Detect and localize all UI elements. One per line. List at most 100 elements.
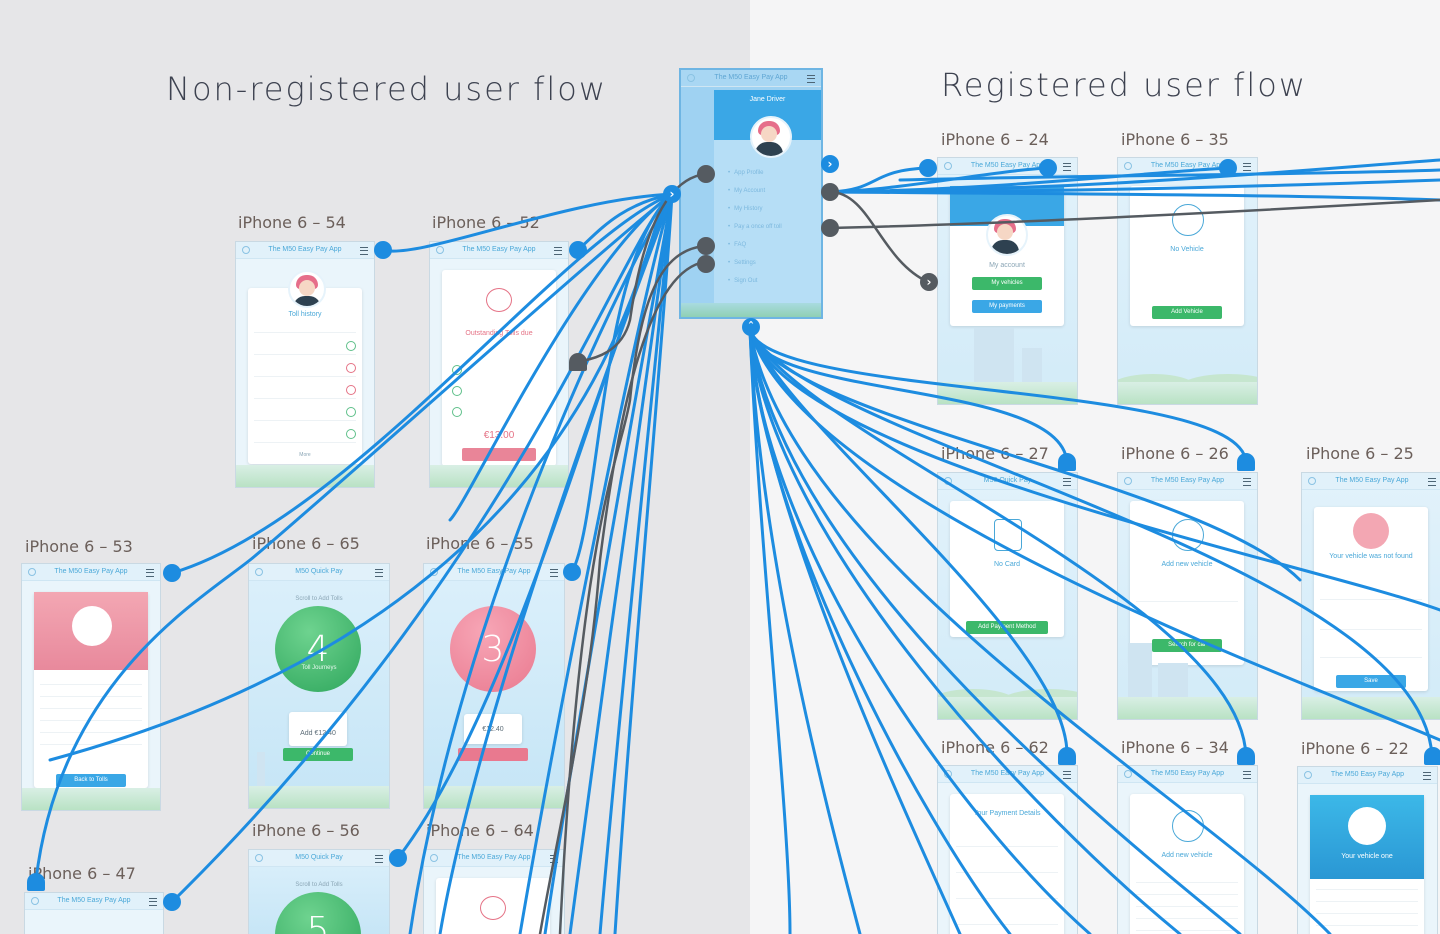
connection-handle[interactable] — [1058, 747, 1076, 765]
my-vehicles-button[interactable]: My vehicles — [972, 277, 1042, 290]
artboard-label-24[interactable]: iPhone 6 – 24 — [941, 130, 1049, 149]
artboard-22-your-vehicle[interactable]: The M50 Easy Pay App Your vehicle one — [1298, 767, 1437, 934]
menu-item-my-account[interactable]: My Account — [728, 188, 765, 194]
artboard-label-64[interactable]: iPhone 6 – 64 — [426, 821, 534, 840]
artboard-35-no-vehicle[interactable]: The M50 Easy Pay App No Vehicle Add Vehi… — [1118, 158, 1257, 404]
artboard-label-65[interactable]: iPhone 6 – 65 — [252, 534, 360, 553]
car-icon — [480, 896, 506, 920]
hamburger-menu-icon[interactable] — [1063, 163, 1071, 171]
connection-handle[interactable] — [1058, 453, 1076, 471]
connection-handle[interactable] — [569, 241, 587, 259]
menu-item-faq[interactable]: FAQ — [728, 242, 746, 248]
artboard-label-22[interactable]: iPhone 6 – 22 — [1301, 739, 1409, 758]
menu-item-my-history[interactable]: My History — [728, 206, 762, 212]
pay-button[interactable] — [458, 748, 528, 761]
artboard-65-quick-pay-4[interactable]: M50 Quick Pay Scroll to Add Tolls 4 Toll… — [249, 564, 389, 808]
artboard-label-35[interactable]: iPhone 6 – 35 — [1121, 130, 1229, 149]
artboard-53-vehicle-details[interactable]: The M50 Easy Pay App Back to Tolls — [22, 564, 160, 810]
artboard-64[interactable]: The M50 Easy Pay App — [424, 850, 564, 934]
not-found-card: Your vehicle was not found Save — [1314, 507, 1428, 691]
hamburger-menu-icon[interactable] — [375, 569, 383, 577]
hamburger-menu-icon[interactable] — [1243, 771, 1251, 779]
add-payment-button[interactable]: Add Payment Method — [966, 621, 1048, 634]
artboard-label-55[interactable]: iPhone 6 – 55 — [426, 534, 534, 553]
connection-handle[interactable] — [569, 353, 587, 371]
connection-handle[interactable] — [919, 159, 937, 177]
avatar — [288, 270, 326, 308]
connection-handle[interactable] — [1237, 453, 1255, 471]
connection-handle[interactable] — [821, 219, 839, 237]
artboard-24-my-account[interactable]: The M50 Easy Pay App My account My vehic… — [938, 158, 1077, 404]
artboard-34-add-new-vehicle[interactable]: The M50 Easy Pay App Add new vehicle — [1118, 766, 1257, 934]
connection-handle[interactable] — [389, 849, 407, 867]
artboard-label-26[interactable]: iPhone 6 – 26 — [1121, 444, 1229, 463]
connection-handle[interactable] — [1219, 159, 1237, 177]
artboard-27-no-card[interactable]: M50 Quick Pay No Card Add Payment Method — [938, 473, 1077, 719]
artboard-menu[interactable]: The M50 Easy Pay App Jane Driver App Pro… — [681, 70, 821, 317]
artboard-label-25[interactable]: iPhone 6 – 25 — [1306, 444, 1414, 463]
add-vehicle-title: Add new vehicle — [1161, 561, 1213, 568]
artboard-52-outstanding-tolls[interactable]: The M50 Easy Pay App Outstanding Tolls d… — [430, 242, 568, 487]
connection-handle[interactable] — [1237, 747, 1255, 765]
connection-handle[interactable] — [563, 563, 581, 581]
outstanding-amount: €13.00 — [483, 430, 515, 441]
artboard-54-toll-history[interactable]: The M50 Easy Pay App Toll history More — [236, 242, 374, 487]
chevron-right-icon[interactable]: › — [663, 185, 681, 203]
hamburger-menu-icon[interactable] — [807, 75, 815, 83]
connection-handle[interactable] — [821, 183, 839, 201]
artboard-55-quick-pay-3[interactable]: The M50 Easy Pay App 3 €12.40 — [424, 564, 564, 808]
back-to-tolls-button[interactable]: Back to Tolls — [56, 774, 126, 787]
hamburger-menu-icon[interactable] — [550, 855, 558, 863]
hamburger-menu-icon[interactable] — [1243, 478, 1251, 486]
phone-icon — [994, 519, 1022, 551]
artboard-56-quick-pay-5[interactable]: M50 Quick Pay Scroll to Add Tolls 5 — [249, 850, 389, 934]
save-button[interactable]: Save — [1336, 675, 1406, 688]
artboard-25-vehicle-not-found[interactable]: The M50 Easy Pay App Your vehicle was no… — [1302, 473, 1440, 719]
hamburger-menu-icon[interactable] — [550, 569, 558, 577]
artboard-label-34[interactable]: iPhone 6 – 34 — [1121, 738, 1229, 757]
menu-item-pay-once-off[interactable]: Pay a once off toll — [728, 224, 782, 230]
connection-handle[interactable] — [1424, 747, 1440, 765]
artboard-label-52[interactable]: iPhone 6 – 52 — [432, 213, 540, 232]
continue-button[interactable]: Continue — [283, 748, 353, 761]
artboard-label-53[interactable]: iPhone 6 – 53 — [25, 537, 133, 556]
connection-handle[interactable] — [697, 237, 715, 255]
artboard-label-62[interactable]: iPhone 6 – 62 — [941, 738, 1049, 757]
pay-button[interactable] — [462, 448, 536, 461]
artboard-label-54[interactable]: iPhone 6 – 54 — [238, 213, 346, 232]
hamburger-menu-icon[interactable] — [554, 247, 562, 255]
my-account-label: My account — [989, 262, 1025, 269]
connection-handle[interactable] — [27, 873, 45, 891]
menu-item-settings[interactable]: Settings — [728, 260, 756, 266]
hamburger-menu-icon[interactable] — [1063, 478, 1071, 486]
connection-handle[interactable] — [163, 564, 181, 582]
chevron-up-icon[interactable]: ˆ — [742, 318, 760, 336]
hamburger-menu-icon[interactable] — [1063, 771, 1071, 779]
more-link[interactable]: More — [299, 452, 311, 458]
hamburger-menu-icon[interactable] — [149, 898, 157, 906]
artboard-62-payment-details[interactable]: The M50 Easy Pay App Your Payment Detail… — [938, 766, 1077, 934]
hamburger-menu-icon[interactable] — [146, 569, 154, 577]
hamburger-menu-icon[interactable] — [1428, 478, 1436, 486]
artboard-26-add-vehicle[interactable]: The M50 Easy Pay App Add new vehicle Sea… — [1118, 473, 1257, 719]
hamburger-menu-icon[interactable] — [1243, 163, 1251, 171]
add-vehicle-button[interactable]: Add Vehicle — [1152, 306, 1222, 319]
artboard-47[interactable]: The M50 Easy Pay App — [25, 893, 163, 934]
hamburger-menu-icon[interactable] — [375, 855, 383, 863]
my-payments-button[interactable]: My payments — [972, 300, 1042, 313]
connection-handle[interactable] — [1039, 159, 1057, 177]
hamburger-menu-icon[interactable] — [1423, 772, 1431, 780]
connection-handle[interactable] — [697, 165, 715, 183]
artboard-label-56[interactable]: iPhone 6 – 56 — [252, 821, 360, 840]
connection-handle[interactable] — [697, 255, 715, 273]
menu-item-app-profile[interactable]: App Profile — [728, 170, 763, 176]
chevron-right-icon[interactable]: › — [821, 155, 839, 173]
connection-handle[interactable] — [163, 893, 181, 911]
hamburger-menu-icon[interactable] — [360, 247, 368, 255]
chevron-right-icon[interactable]: › — [920, 273, 938, 291]
artboard-label-27[interactable]: iPhone 6 – 27 — [941, 444, 1049, 463]
new-vehicle-title: Add new vehicle — [1161, 852, 1213, 859]
search-for-car-button[interactable]: Search for car — [1152, 639, 1222, 652]
menu-item-sign-out[interactable]: Sign Out — [728, 278, 757, 284]
connection-handle[interactable] — [374, 241, 392, 259]
